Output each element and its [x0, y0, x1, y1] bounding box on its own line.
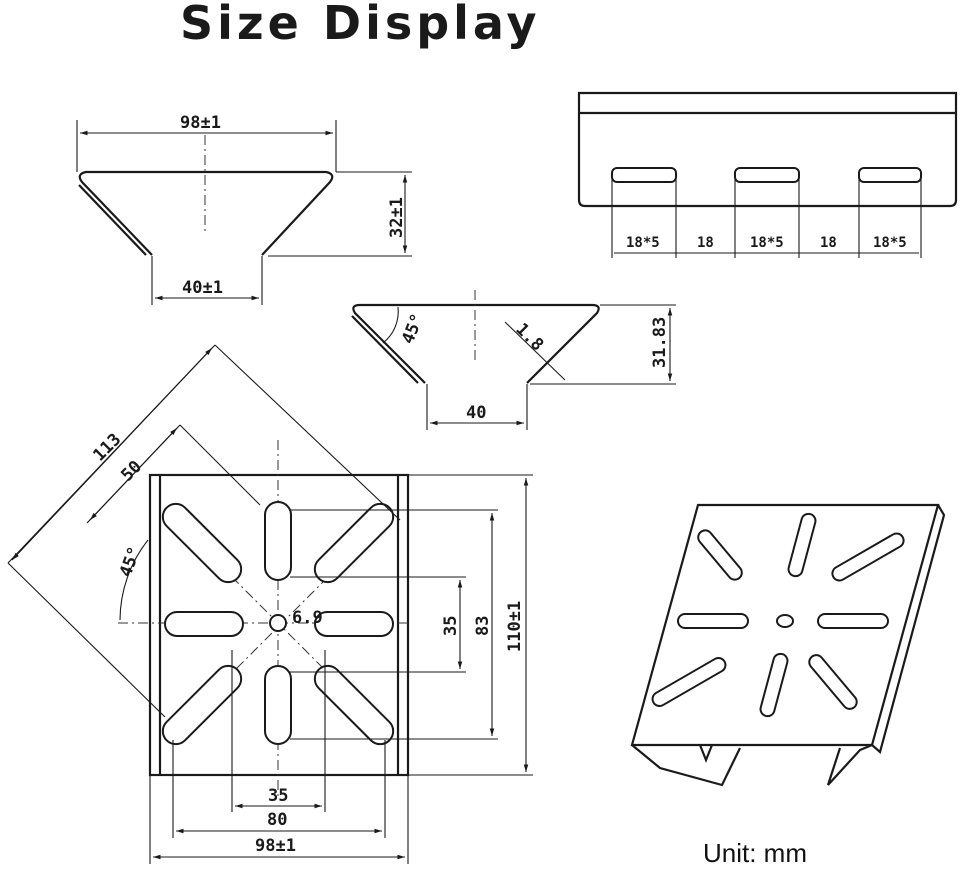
gap-label-1: 18 — [697, 235, 714, 251]
slot-top-left — [161, 502, 243, 584]
slot-label-3: 18*5 — [873, 235, 907, 251]
mid-h-label: 80 — [267, 810, 287, 830]
inner-v-label: 35 — [441, 616, 461, 636]
outer-v-label: 110±1 — [505, 601, 525, 652]
perspective-slots — [651, 512, 905, 718]
height-label-middle: 31.83 — [650, 317, 670, 368]
slot-right — [314, 611, 394, 637]
angle-label: 45° — [398, 311, 428, 347]
page-title: Size Display — [180, 0, 541, 50]
mid-v-label: 83 — [473, 616, 493, 636]
slot-top-right — [313, 502, 395, 584]
diag-inner-label: 50 — [117, 457, 146, 486]
slot-bottom-left — [161, 664, 243, 746]
unit-label: Unit: mm — [703, 838, 807, 868]
plate-slots — [161, 501, 395, 746]
height-label: 32±1 — [387, 197, 407, 238]
center-hole — [269, 614, 287, 632]
inner-h-label: 35 — [268, 786, 288, 806]
gap-label-2: 18 — [820, 235, 837, 251]
middle-side-view: 45° 1.8 31.83 40 — [351, 290, 676, 430]
bottom-label: 40±1 — [182, 278, 223, 298]
hole-label: 6.9 — [292, 608, 323, 628]
slot-label-1: 18*5 — [626, 235, 660, 251]
outer-h-label: 98±1 — [255, 836, 296, 856]
slot-bottom-right — [313, 664, 395, 746]
slot-label-2: 18*5 — [750, 235, 784, 251]
top-right-front-view: 18*5 18 18*5 18 18*5 — [577, 91, 958, 258]
thickness-label: 1.8 — [511, 319, 547, 355]
slot-top — [264, 501, 292, 581]
top-left-side-view: 98±1 32±1 40±1 — [76, 113, 412, 305]
slot-left — [164, 611, 244, 637]
bottom-label-middle: 40 — [466, 403, 486, 423]
perspective-view — [630, 503, 946, 787]
width-label: 98±1 — [180, 113, 221, 133]
slot-bottom — [264, 665, 292, 745]
plate-angle-label: 45° — [116, 544, 145, 580]
diag-label: 113 — [89, 430, 125, 466]
